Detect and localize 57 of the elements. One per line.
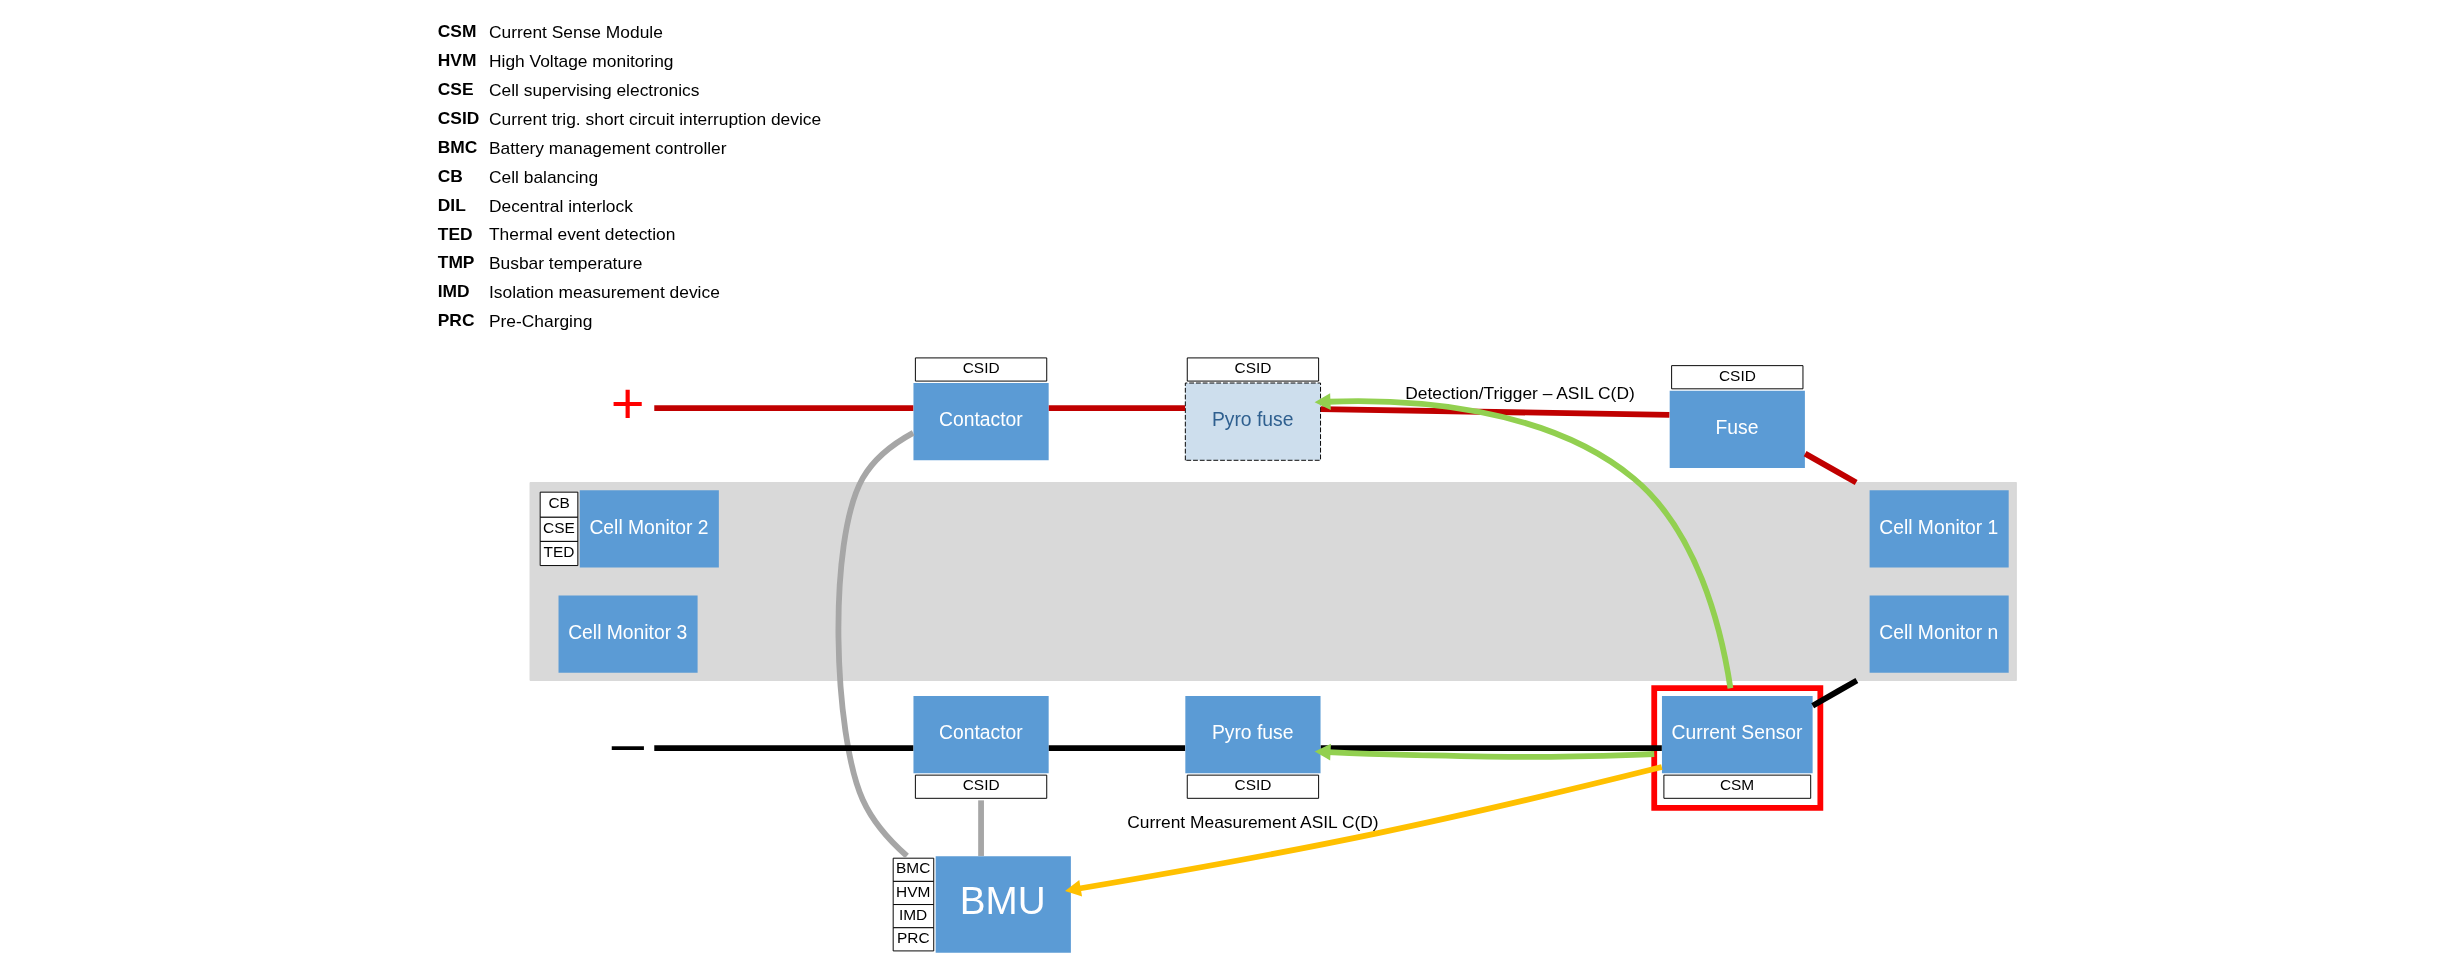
label: Current trig. short circuit interruption device	[488, 108, 821, 129]
connector	[653, 745, 913, 751]
label: CSE	[437, 78, 474, 99]
node-box: Cell Monitor 3	[558, 595, 698, 673]
connector	[1803, 451, 1858, 486]
node-label: CSID	[962, 776, 1000, 794]
node-label: BMC	[895, 859, 930, 877]
node-label: CB	[547, 494, 570, 512]
node-label: CSM	[1719, 776, 1754, 794]
connector	[653, 405, 913, 412]
node-text: +	[610, 370, 645, 435]
node-label: CSE	[542, 519, 575, 537]
label: Decentral interlock	[488, 195, 633, 216]
arrow	[1314, 393, 1733, 689]
connector	[1320, 406, 1669, 418]
label: CB	[437, 165, 463, 186]
label: TED	[437, 223, 473, 244]
label: Thermal event detection	[488, 224, 675, 245]
label: IMD	[437, 281, 470, 302]
label: Battery management controller	[488, 137, 727, 158]
label: DIL	[437, 194, 466, 215]
label: Busbar temperature	[488, 253, 643, 274]
label: PRC	[437, 310, 474, 331]
label: Cell balancing	[488, 166, 598, 187]
label: Cell supervising electronics	[488, 79, 700, 100]
connector	[835, 430, 915, 859]
node-label: CSID	[1718, 366, 1756, 384]
node-label: TED	[543, 543, 574, 561]
label: Current Sense Module	[488, 21, 663, 42]
node-label: CSID	[1234, 776, 1271, 794]
label: Isolation measurement device	[488, 282, 720, 303]
node-text: –	[611, 710, 644, 775]
arrow	[1064, 764, 1662, 897]
edge-label: Current Measurement ASIL C(D)	[1126, 811, 1379, 832]
label: HVM	[437, 49, 476, 70]
cluster	[529, 482, 2017, 681]
connector	[1048, 405, 1185, 412]
connector	[1810, 677, 1858, 709]
edge-label: Detection/Trigger – ASIL C(D)	[1404, 382, 1635, 403]
connector	[1048, 745, 1185, 751]
node-label: PRC	[896, 929, 930, 946]
node-label: CSID	[962, 359, 1000, 377]
node-label: HVM	[895, 882, 930, 900]
label: High Voltage monitoring	[488, 50, 673, 71]
node-box: Cell Monitor n	[1869, 595, 2009, 673]
node-label: CSID	[1234, 359, 1271, 377]
cluster	[1650, 685, 1823, 811]
node-label: IMD	[898, 905, 927, 923]
label: Pre-Charging	[488, 311, 592, 332]
label: TMP	[437, 252, 474, 273]
connector	[1320, 745, 1662, 751]
label: BMC	[437, 136, 477, 157]
label: CSID	[437, 107, 479, 128]
arrow	[1314, 743, 1654, 761]
node-box: Cell Monitor 1	[1869, 490, 2009, 568]
label: CSM	[437, 20, 476, 41]
connector	[977, 800, 984, 856]
